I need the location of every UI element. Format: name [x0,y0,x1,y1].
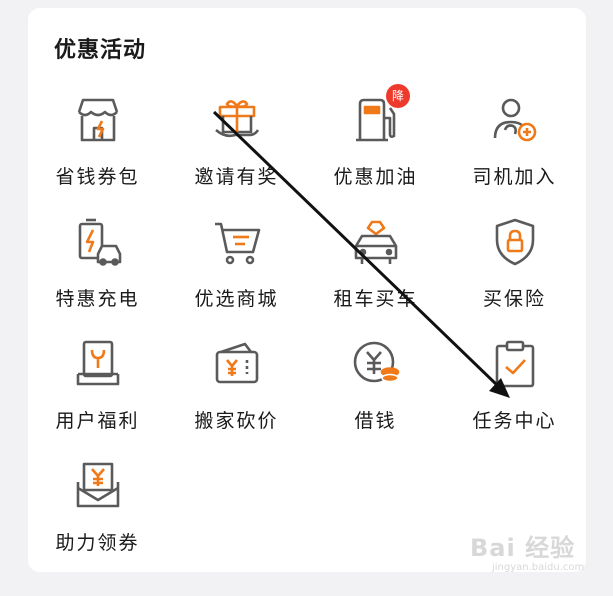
shop-icon [72,94,124,146]
item-driver-join[interactable]: 司机加入 [445,94,584,204]
item-label: 租车买车 [333,288,418,310]
section-title: 优惠活动 [54,37,147,63]
item-moving-bargain[interactable]: 搬家砍价 [167,338,306,448]
item-label: 邀请有奖 [194,166,279,188]
baidu-jingyan-watermark: Bai 经验 jingyan.baidu.com [470,528,600,578]
item-label: 搬家砍价 [194,410,279,432]
ticket-envelope-icon [72,460,124,512]
driver-add-icon [489,94,541,146]
item-select-mall[interactable]: 优选商城 [167,216,306,326]
item-label: 特惠充电 [55,288,140,310]
item-label: 用户福利 [55,410,140,432]
gift-icon [211,94,263,146]
clipboard-check-icon [489,338,541,390]
discount-badge: 降 [386,84,410,108]
gas-pump-icon: 降 [350,84,410,146]
yuan-coin-icon [350,338,402,390]
item-label: 省钱券包 [55,166,140,188]
item-charging-discount[interactable]: 特惠充电 [28,216,167,326]
item-label: 优选商城 [194,288,279,310]
watermark-brand: Bai 经验 [470,534,576,562]
item-label: 助力领券 [55,532,140,554]
item-label: 买保险 [482,288,546,310]
item-label: 任务中心 [472,410,557,432]
item-buy-insurance[interactable]: 买保险 [445,216,584,326]
item-borrow-money[interactable]: 借钱 [306,338,445,448]
item-invite-reward[interactable]: 邀请有奖 [167,94,306,204]
item-task-center[interactable]: 任务中心 [445,338,584,448]
item-label: 司机加入 [472,166,557,188]
shield-lock-icon [489,216,541,268]
item-label: 借钱 [354,410,397,432]
item-user-benefits[interactable]: 用户福利 [28,338,167,448]
wallet-coupon-icon [211,338,263,390]
tool-box-icon [72,338,124,390]
promotions-card: 优惠活动 省钱券包 [28,8,586,572]
car-icon [350,216,402,268]
item-fuel-discount[interactable]: 降 优惠加油 [306,84,445,204]
item-help-get-coupon[interactable]: 助力领券 [28,460,167,570]
item-rent-buy-car[interactable]: 租车买车 [306,216,445,326]
watermark-url: jingyan.baidu.com [492,562,585,573]
shopping-cart-icon [211,216,263,268]
item-label: 优惠加油 [333,166,418,188]
item-coupon-pack[interactable]: 省钱券包 [28,94,167,204]
battery-car-icon [72,216,124,268]
